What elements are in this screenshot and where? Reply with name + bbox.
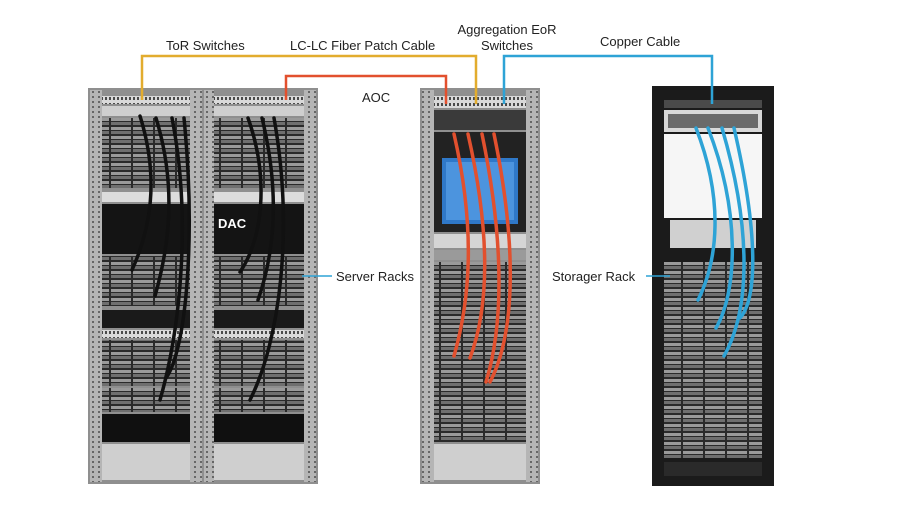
dac-cable [130, 114, 153, 272]
dac-cable [256, 116, 275, 302]
aggregation-rack [420, 88, 540, 484]
copper-cable [720, 126, 746, 358]
aoc-cable [466, 132, 487, 360]
dac-cable [153, 116, 171, 298]
copper-cable [732, 126, 755, 320]
dac-cable [164, 116, 191, 380]
copper-link-line [502, 54, 714, 104]
lc-lc-fiber-link [140, 54, 478, 104]
server-rack-1 [88, 88, 204, 484]
aoc-link [284, 74, 448, 104]
aoc-cable [488, 132, 512, 384]
aoc-label: AOC [362, 90, 391, 105]
tor-switch-1 [102, 96, 190, 104]
copper-cable-label: Copper Cable [600, 34, 681, 49]
lc-lc-fiber-line [140, 54, 478, 104]
dac-cable [248, 116, 286, 402]
eor-switch [434, 96, 526, 108]
copper-link [502, 54, 714, 104]
dac-label: DAC [218, 216, 247, 231]
aoc-link-line [284, 74, 448, 104]
dac-cables [130, 114, 286, 402]
dac-cable [158, 116, 185, 402]
aggregation-label-line2: Switches [480, 38, 534, 53]
server-racks-label: Server Racks [336, 269, 415, 284]
tor-switches-label: ToR Switches [166, 38, 245, 53]
tor-switch-2 [214, 96, 304, 104]
copper-cable [706, 126, 735, 330]
lc-lc-cable-label: LC-LC Fiber Patch Cable [290, 38, 436, 53]
aoc-cable [452, 132, 471, 358]
aoc-cables [452, 132, 512, 384]
storage-rack-label: Storager Rack [552, 269, 636, 284]
aoc-cable [480, 132, 501, 384]
copper-cable [694, 126, 717, 302]
storage-copper-cables [694, 126, 755, 358]
aggregation-label-line1: Aggregation EoR [457, 22, 557, 37]
dac-cable [238, 116, 263, 274]
